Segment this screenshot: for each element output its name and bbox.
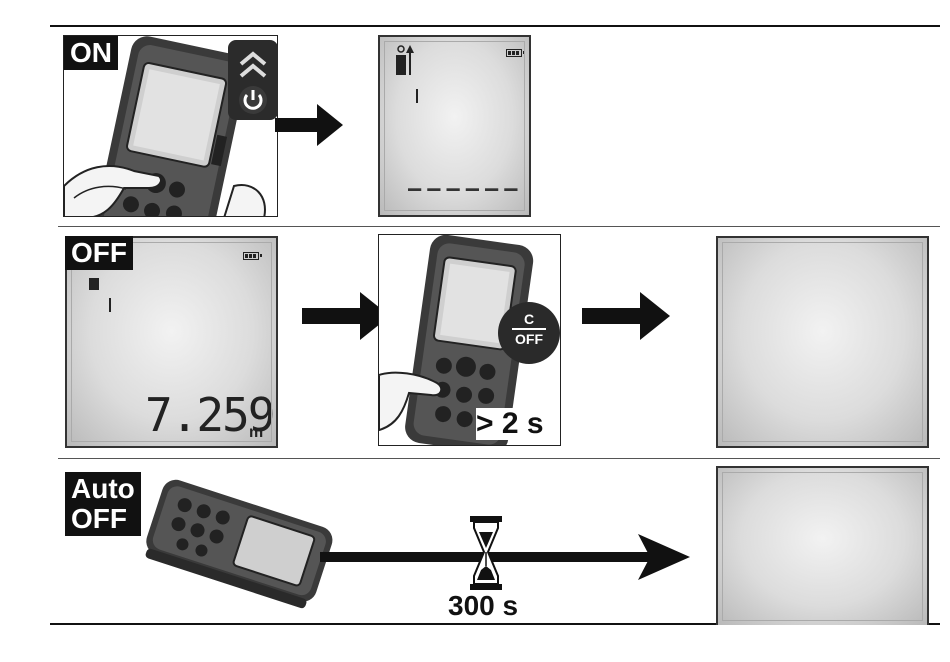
- button-divider: [512, 328, 546, 330]
- off-label: OFF: [65, 236, 133, 270]
- on-lcd-screen: ——————: [378, 35, 531, 217]
- auto-off-label-line1: Auto: [71, 474, 135, 504]
- battery-icon: [506, 49, 522, 57]
- device-lying-illustration: [140, 472, 340, 612]
- reference-indicator: [89, 278, 99, 290]
- row-separator: [58, 458, 940, 459]
- arrow-right-icon: [275, 100, 345, 150]
- on-label: ON: [64, 36, 118, 70]
- arrow-right-icon: [582, 288, 672, 344]
- blank-lcd-screen-auto: [716, 466, 929, 625]
- hold-time-label: > 2 s: [476, 408, 544, 440]
- button-top-label: C: [498, 312, 560, 326]
- hourglass-icon: [466, 514, 506, 592]
- lcd-cursor: [416, 89, 418, 103]
- blank-lcd-screen: [716, 236, 929, 448]
- lcd-unit: m: [249, 424, 263, 442]
- row-separator: [58, 226, 940, 227]
- auto-off-label: Auto OFF: [65, 472, 141, 536]
- lcd-dashes: ——————: [408, 177, 523, 202]
- lcd-reading: 7.259: [145, 388, 273, 442]
- laser-rear-reference-icon: [394, 41, 416, 77]
- clear-off-button-callout: C OFF: [498, 302, 560, 364]
- timeout-label: 300 s: [448, 590, 518, 622]
- double-chevron-up-icon: [241, 54, 265, 76]
- lcd-cursor: [109, 298, 111, 312]
- power-button-callout: [228, 40, 278, 120]
- button-bottom-label: OFF: [498, 332, 560, 346]
- timeline-arrow-icon: [320, 530, 700, 590]
- battery-icon: [243, 252, 259, 260]
- auto-off-label-line2: OFF: [71, 504, 135, 534]
- power-icon: [239, 86, 267, 114]
